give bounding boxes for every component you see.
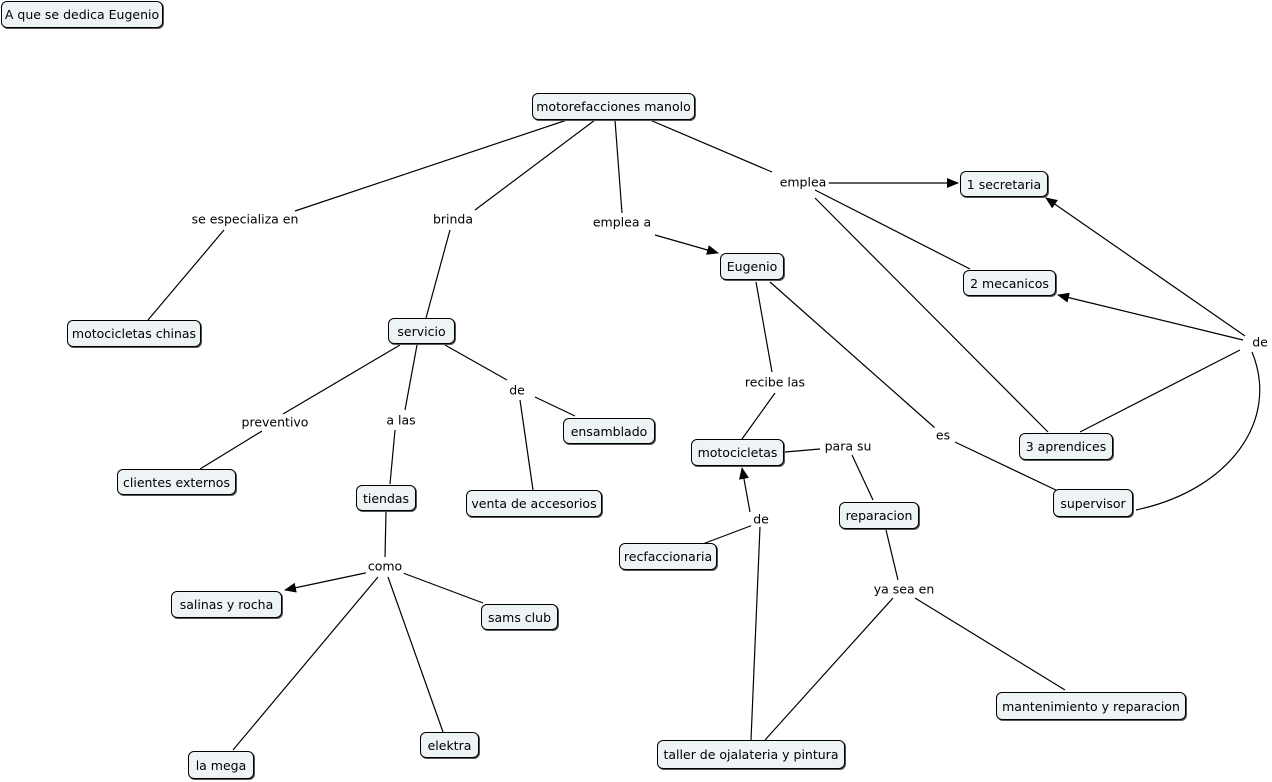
concept-servicio[interactable]: servicio	[388, 318, 455, 344]
connection-line	[387, 576, 444, 733]
link-brinda[interactable]: brinda	[430, 211, 476, 227]
concept-mecanicos[interactable]: 2 mecanicos	[963, 270, 1056, 296]
connection-line	[851, 454, 874, 501]
connection-line	[814, 189, 971, 270]
connection-line	[474, 119, 596, 211]
connection-line	[1057, 292, 1244, 341]
connection-line	[885, 529, 899, 581]
connection-line	[1045, 197, 1246, 337]
concept-supervisor[interactable]: supervisor	[1053, 489, 1133, 517]
concept-secretaria[interactable]: 1 secretaria	[960, 171, 1048, 197]
connection-line	[814, 197, 1049, 433]
connection-line	[282, 344, 401, 415]
concept-la-mega[interactable]: la mega	[188, 751, 254, 779]
connection-line	[654, 234, 719, 255]
concept-motocicletas-chinas[interactable]: motocicletas chinas	[67, 320, 201, 347]
connection-line	[199, 430, 263, 470]
connection-line	[764, 597, 894, 741]
concept-venta-de-accesorios[interactable]: venta de accesorios	[466, 490, 602, 517]
connection-line	[232, 576, 379, 751]
connection-curve	[1135, 351, 1261, 511]
link-de-servicio[interactable]: de	[507, 382, 527, 398]
connection-line	[534, 396, 576, 417]
connection-line	[294, 119, 568, 212]
connection-line	[954, 441, 1061, 493]
connection-line	[649, 119, 773, 173]
link-emplea[interactable]: emplea	[777, 174, 829, 190]
concept-clientes-externos[interactable]: clientes externos	[117, 469, 236, 495]
concept-reparacion[interactable]: reparacion	[839, 502, 919, 529]
connection-line	[444, 344, 508, 381]
connection-line	[425, 229, 451, 319]
link-de-motocicletas[interactable]: de	[751, 511, 771, 527]
concept-sams-club[interactable]: sams club	[481, 604, 558, 630]
connection-line	[699, 524, 754, 546]
concept-salinas-y-rocha[interactable]: salinas y rocha	[171, 591, 282, 618]
connection-line	[755, 281, 773, 373]
connection-line	[769, 281, 936, 429]
link-es[interactable]: es	[933, 427, 953, 443]
concept-aprendices[interactable]: 3 aprendices	[1019, 433, 1113, 460]
connection-line	[750, 526, 761, 741]
concept-tiendas[interactable]: tiendas	[356, 485, 416, 511]
link-de-personal[interactable]: de	[1250, 334, 1270, 350]
connection-line	[741, 392, 776, 440]
link-emplea-a[interactable]: emplea a	[590, 214, 654, 230]
connection-line	[389, 429, 396, 485]
map-title: A que se dedica Eugenio	[1, 1, 163, 28]
link-preventivo[interactable]: preventivo	[239, 414, 311, 430]
connection-line	[384, 511, 387, 558]
concept-eugenio[interactable]: Eugenio	[720, 253, 784, 280]
concept-recfaccionaria[interactable]: recfaccionaria	[619, 543, 717, 570]
concept-motorefacciones-manolo[interactable]: motorefacciones manolo	[532, 93, 695, 120]
concept-motocicletas[interactable]: motocicletas	[691, 439, 784, 466]
connection-line	[739, 467, 751, 513]
connection-line	[404, 344, 418, 411]
connection-line	[402, 572, 484, 604]
link-recibe-las[interactable]: recibe las	[742, 374, 808, 390]
connection-line	[914, 597, 1066, 691]
connection-line	[284, 571, 371, 593]
link-ya-sea-en[interactable]: ya sea en	[871, 581, 937, 597]
connection-line	[1079, 349, 1241, 433]
link-a-las[interactable]: a las	[384, 412, 418, 428]
connection-line	[519, 399, 534, 491]
connection-line	[784, 448, 821, 453]
concept-taller-de-ojalateria[interactable]: taller de ojalateria y pintura	[657, 740, 845, 769]
link-para-su[interactable]: para su	[822, 438, 874, 454]
concept-elektra[interactable]: elektra	[420, 732, 479, 758]
connection-line	[614, 119, 623, 214]
connection-line	[147, 229, 225, 321]
concept-ensamblado[interactable]: ensamblado	[563, 418, 655, 444]
link-se-especializa-en[interactable]: se especializa en	[189, 211, 301, 227]
concept-mantenimiento-y-reparacion[interactable]: mantenimiento y reparacion	[996, 692, 1186, 720]
link-como[interactable]: como	[365, 558, 405, 574]
